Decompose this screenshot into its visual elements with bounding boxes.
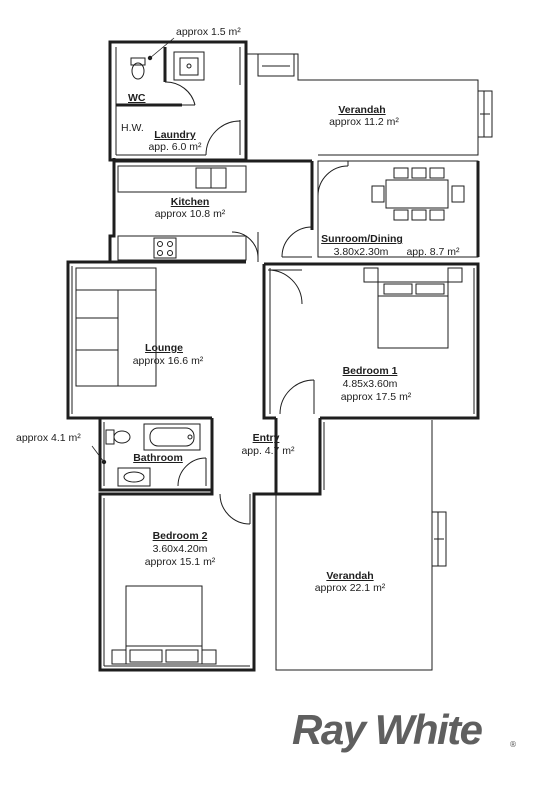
verandah-bottom-area: approx 22.1 m² xyxy=(314,582,386,594)
bedroom1-walls xyxy=(262,262,480,420)
entry-title: Entry xyxy=(252,432,280,444)
verandah-top-area: approx 11.2 m² xyxy=(329,116,399,128)
lounge-area: approx 16.6 m² xyxy=(132,355,204,367)
bathroom-leader-line xyxy=(91,445,105,463)
laundry-title: Laundry xyxy=(154,129,196,141)
verandah-top-title: Verandah xyxy=(338,104,386,116)
bathroom-walls xyxy=(98,418,214,492)
wc-fixtures xyxy=(130,51,205,106)
bedroom2-walls xyxy=(103,498,250,667)
lounge-title: Lounge xyxy=(145,342,183,354)
kitchen-title: Kitchen xyxy=(170,196,210,208)
wc-area: approx 1.5 m² xyxy=(176,26,241,38)
verandah-bottom-title: Verandah xyxy=(326,570,374,582)
bathroom-area: approx 4.1 m² xyxy=(16,432,81,444)
bedroom2-title: Bedroom 2 xyxy=(152,530,208,542)
kitchen-area: approx 10.8 m² xyxy=(154,208,226,220)
verandah-bottom xyxy=(275,420,447,671)
bedroom2-dims: 3.60x4.20m xyxy=(152,543,208,555)
sunroom-area: app. 8.7 m² xyxy=(406,246,460,258)
registered-mark: ® xyxy=(509,740,517,749)
entry-walls xyxy=(98,418,325,672)
sunroom-dims: 3.80x2.30m xyxy=(333,246,389,258)
wc-title: WC xyxy=(128,92,146,104)
bedroom1-title: Bedroom 1 xyxy=(342,365,398,377)
bathroom-title: Bathroom xyxy=(133,452,183,464)
ray-white-logo: Ray White xyxy=(292,706,483,753)
entry-area: app. 4.7 m² xyxy=(241,445,295,457)
sunroom-walls xyxy=(281,160,480,258)
bedroom1-dims: 4.85x3.60m xyxy=(342,378,398,390)
hw-label: H.W. xyxy=(121,122,144,134)
verandah-top xyxy=(245,53,493,156)
lounge-walls xyxy=(66,260,303,420)
wc-leader-line xyxy=(149,37,175,59)
bedroom2-area: approx 15.1 m² xyxy=(144,556,216,568)
laundry-area: app. 6.0 m² xyxy=(148,141,202,153)
bedroom1-area: approx 17.5 m² xyxy=(340,391,412,403)
laundry-door xyxy=(205,120,241,156)
sunroom-title: Sunroom/Dining xyxy=(321,233,403,245)
